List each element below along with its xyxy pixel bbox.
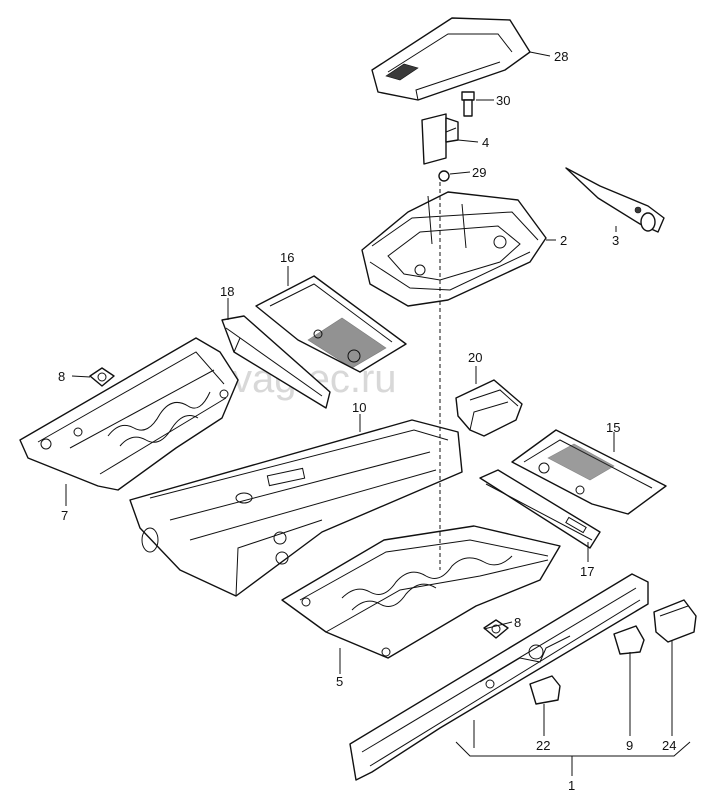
- part-10-centre-tunnel[interactable]: [129, 419, 463, 597]
- part-1-side-member[interactable]: [349, 573, 649, 781]
- part-16-rear-floor-panel[interactable]: [255, 275, 407, 373]
- part-20-reinforcement[interactable]: [455, 379, 523, 437]
- part-24-end-piece[interactable]: [653, 599, 697, 643]
- part-7-left-floor-panel[interactable]: [19, 337, 239, 491]
- part-3-tool[interactable]: [565, 167, 665, 233]
- callout-17: 17: [580, 564, 594, 579]
- part-15-right-rear-floor-panel[interactable]: [511, 429, 667, 515]
- callout-labels: 28 30 4 29 3 2 16 18 8 20 10 15 7 17 8 5…: [58, 49, 676, 793]
- part-9-bracket[interactable]: [613, 625, 645, 655]
- part-17-cross-member-right[interactable]: [479, 469, 601, 549]
- callout-3: 3: [612, 233, 619, 248]
- callout-30: 30: [496, 93, 510, 108]
- part-30-bolt[interactable]: [461, 91, 475, 117]
- callout-24: 24: [662, 738, 676, 753]
- callout-1: 1: [568, 778, 575, 793]
- callout-28: 28: [554, 49, 568, 64]
- part-18-cross-member[interactable]: [221, 315, 331, 409]
- callout-2: 2: [560, 233, 567, 248]
- callout-20: 20: [468, 350, 482, 365]
- callout-9: 9: [626, 738, 633, 753]
- callout-7: 7: [61, 508, 68, 523]
- callout-10: 10: [352, 400, 366, 415]
- part-8-nut-upper[interactable]: [89, 367, 115, 387]
- part-28-cover[interactable]: [371, 17, 531, 101]
- callout-22: 22: [536, 738, 550, 753]
- callout-4: 4: [482, 135, 489, 150]
- leader-lines: [65, 51, 691, 776]
- callout-8-lower: 8: [514, 615, 521, 630]
- part-29-nut[interactable]: [438, 170, 450, 182]
- callout-15: 15: [606, 420, 620, 435]
- part-22-bracket[interactable]: [529, 675, 561, 705]
- callout-29: 29: [472, 165, 486, 180]
- callout-18: 18: [220, 284, 234, 299]
- callout-16: 16: [280, 250, 294, 265]
- part-2-spare-wheel-well[interactable]: [361, 191, 547, 307]
- callout-5: 5: [336, 674, 343, 689]
- callout-8-upper: 8: [58, 369, 65, 384]
- part-8-nut-lower[interactable]: [483, 619, 509, 639]
- part-4-bracket[interactable]: [421, 113, 459, 165]
- part-5-right-floor-panel[interactable]: [281, 525, 561, 659]
